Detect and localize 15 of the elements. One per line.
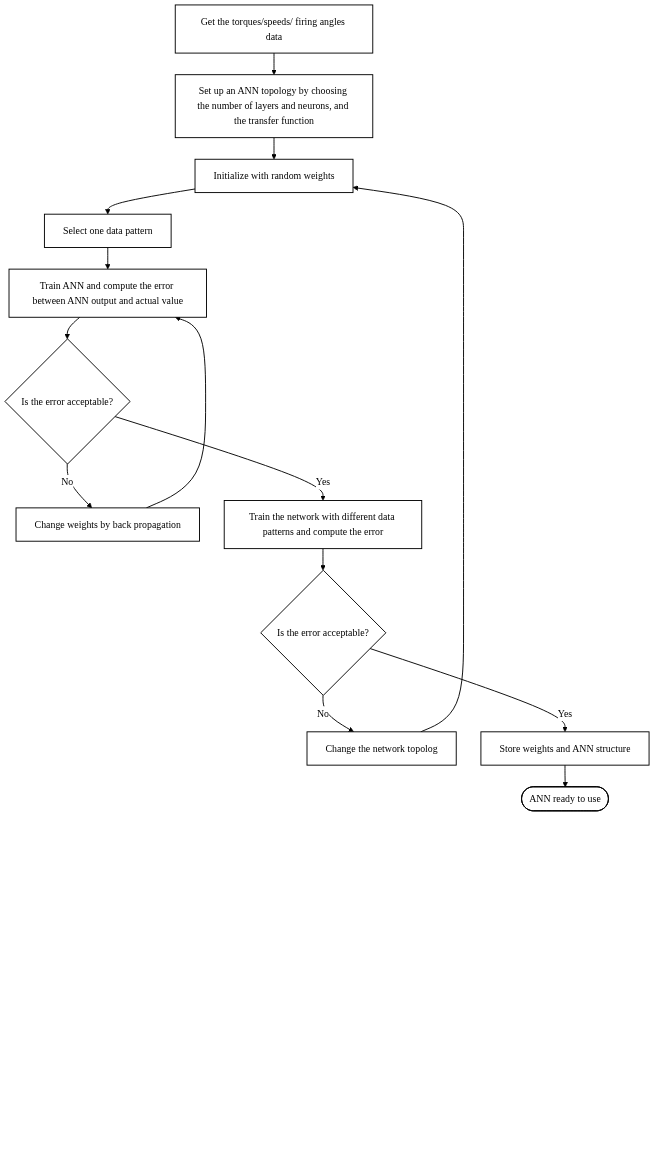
node-box: Get the torques/speeds/ firing angles data [174, 4, 374, 54]
node-box: Store weights and ANN structure [480, 731, 650, 766]
node-box: Change weights by back propagation [15, 507, 200, 542]
node-diamond: Is the error acceptable? [260, 569, 387, 696]
node-box: Select one data pattern [43, 213, 172, 248]
edge-label: No [316, 708, 330, 719]
node-box: Train ANN and compute the error between ANN output and actual value [8, 268, 207, 318]
edge-label: Yes [315, 476, 331, 488]
node-box: Set up an ANN topology by choosing the number of layers and neurons, and the transfer function [174, 74, 374, 139]
node-box: Change the network topolog [306, 731, 457, 766]
node-box: Initialize with random weights [194, 158, 354, 194]
edge-label: No [61, 476, 74, 488]
node-box: Train the network with different data patterns and compute the error [223, 500, 423, 550]
node-diamond: Is the error acceptable? [4, 338, 131, 465]
edge-label: Yes [557, 708, 573, 719]
